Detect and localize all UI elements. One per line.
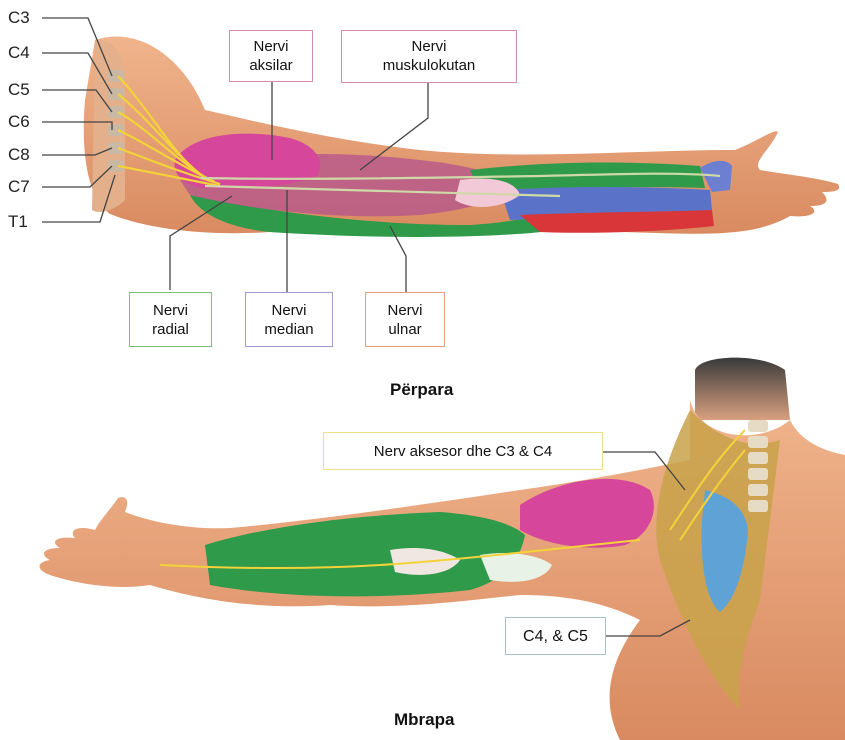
label-c4: C4 (8, 44, 30, 62)
label-axillary-nerve: Nervi aksilar (229, 30, 313, 82)
label-c7: C7 (8, 178, 30, 196)
caption-front: Përpara (390, 380, 453, 400)
label-c8: C8 (8, 146, 30, 164)
back-green-muscle (205, 512, 525, 596)
label-median-nerve: Nervi median (245, 292, 333, 347)
back-head (695, 358, 790, 420)
label-c6: C6 (8, 113, 30, 131)
label-c5: C5 (8, 81, 30, 99)
label-ulnar-nerve: Nervi ulnar (365, 292, 445, 347)
label-c3: C3 (8, 9, 30, 27)
back-arm (40, 358, 845, 740)
caption-back: Mbrapa (394, 710, 454, 730)
label-radial-nerve: Nervi radial (129, 292, 212, 347)
label-accessory-nerve: Nerv aksesor dhe C3 & C4 (323, 432, 603, 470)
label-c4-c5: C4, & C5 (505, 617, 606, 655)
label-musculocutaneous-nerve: Nervi muskulokutan (341, 30, 517, 83)
label-t1: T1 (8, 213, 28, 231)
